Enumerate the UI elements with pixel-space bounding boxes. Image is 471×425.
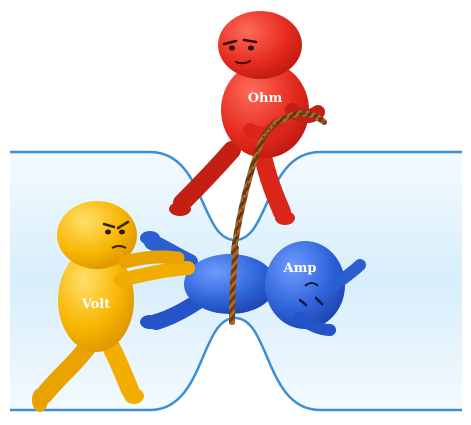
volt-arm-lower <box>113 261 195 287</box>
volt-eye-left <box>105 229 111 235</box>
ohm-label: Ohm <box>248 91 283 106</box>
ohm-left-foot <box>169 202 191 216</box>
volt-eye-right <box>119 229 125 235</box>
amp-mouth <box>304 282 319 287</box>
ohm-eyebrow-left <box>222 39 238 46</box>
volt-back-foot <box>32 388 48 412</box>
ohm-character: Ohm <box>169 11 325 225</box>
volt-arm-upper <box>118 250 185 269</box>
volt-front-foot <box>124 388 144 404</box>
amp-label: Amp <box>283 261 317 276</box>
ohm-eyebrow-right <box>242 38 258 44</box>
amp-eye-right <box>314 296 324 306</box>
amp-foot-left <box>140 315 160 329</box>
volt-head <box>57 201 137 269</box>
volt-eyebrow-left <box>102 222 116 229</box>
ohm-eye-left <box>229 45 235 51</box>
volt-front-leg <box>101 336 139 399</box>
ohm-right-foot <box>275 211 295 225</box>
ohm-head <box>218 11 302 79</box>
amp-arm-left <box>294 312 336 336</box>
amp-eye-left <box>298 298 308 307</box>
volt-mouth <box>111 245 127 249</box>
volt-character: Volt <box>32 201 195 412</box>
amp-body <box>184 254 276 314</box>
volt-label: Volt <box>81 297 111 312</box>
ohm-mouth <box>235 60 251 65</box>
amp-foot-right <box>140 231 160 245</box>
volt-eyebrow-right <box>116 220 130 230</box>
ohm-left-leg <box>173 141 241 212</box>
ohm-eye-right <box>248 45 254 51</box>
volt-body <box>58 248 134 352</box>
rope-front-segment <box>229 245 239 325</box>
amp-arm-right <box>329 259 366 291</box>
ohm-right-leg <box>253 143 291 221</box>
ohm-body <box>221 62 309 158</box>
